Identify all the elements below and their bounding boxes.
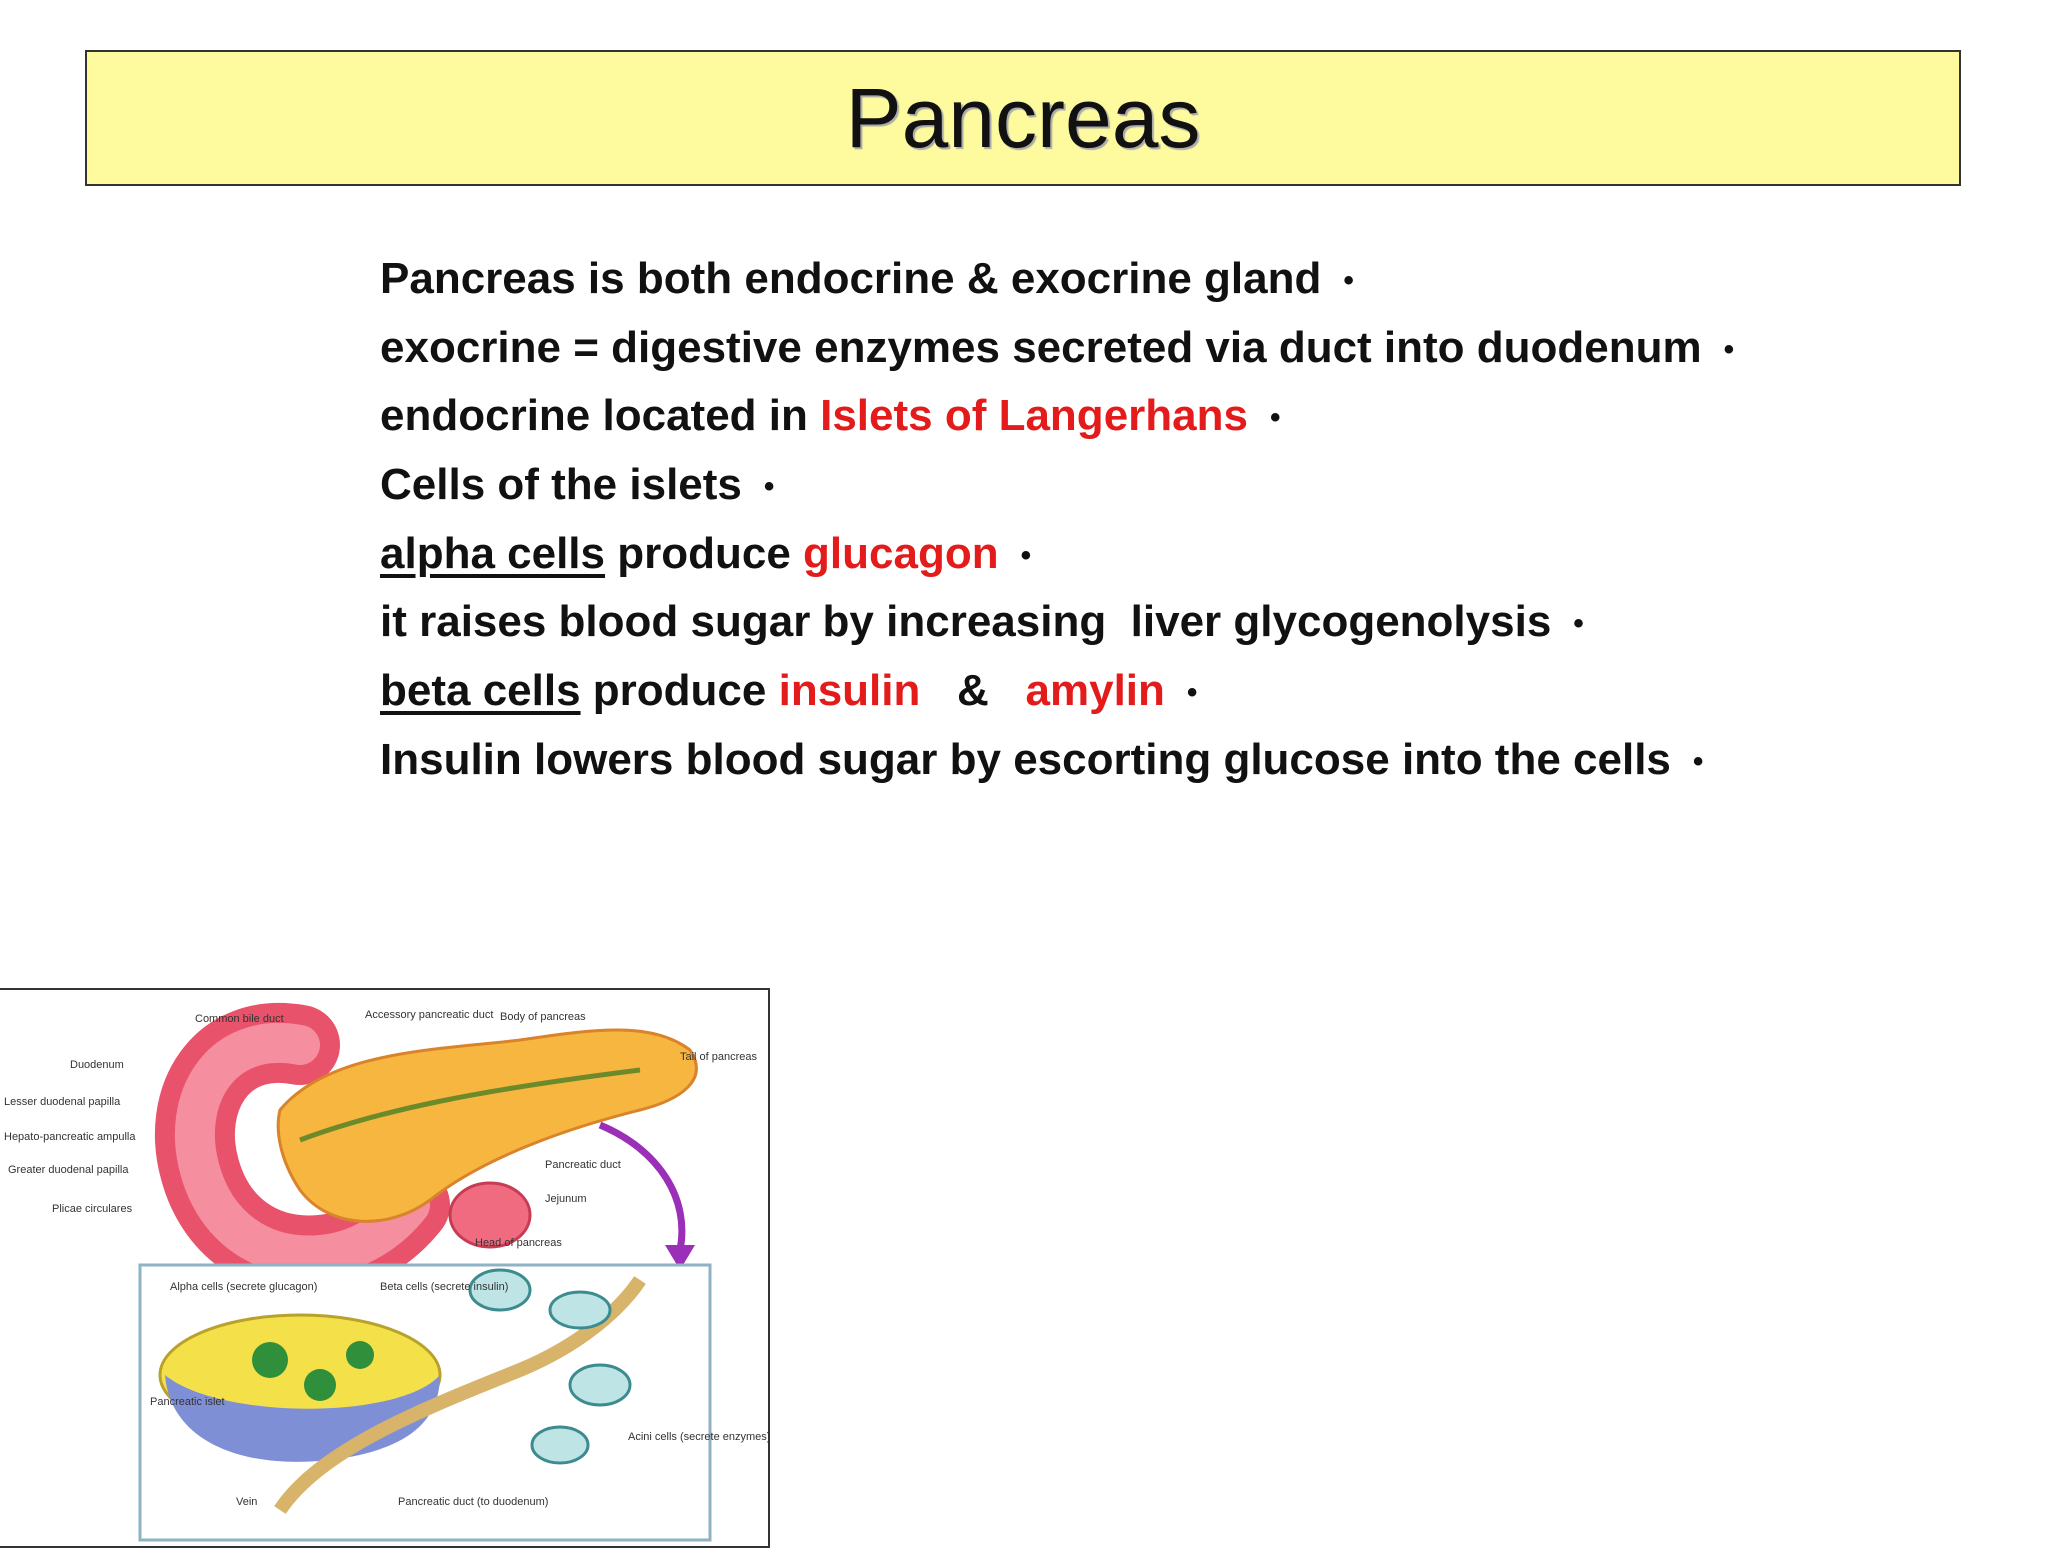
label-beta-cells: Beta cells (secrete insulin): [380, 1281, 508, 1293]
bullet-item: exocrine = digestive enzymes secreted vi…: [380, 315, 1734, 384]
bullet-text: &: [920, 666, 1026, 716]
zoom-arrowhead: [665, 1245, 695, 1270]
bullet-item: Insulin lowers blood sugar by escorting …: [380, 727, 1734, 796]
label-tail: Tail of pancreas: [680, 1051, 758, 1063]
label-plicae: Plicae circulares: [52, 1203, 133, 1215]
label-alpha-cells: Alpha cells (secrete glucagon): [170, 1281, 317, 1293]
beta-cell: [252, 1342, 288, 1378]
bullet-text: Cells of the islets: [380, 460, 742, 510]
label-ampulla: Hepato-pancreatic ampulla: [4, 1131, 136, 1143]
label-duodenum: Duodenum: [70, 1059, 124, 1071]
label-head: Head of pancreas: [475, 1237, 562, 1249]
bullet-text: amylin: [1025, 666, 1165, 716]
bullet-text: beta cells: [380, 666, 581, 716]
bullet-item: it raises blood sugar by increasing live…: [380, 589, 1734, 658]
label-islet: Pancreatic islet: [150, 1396, 225, 1408]
bullet-text: it raises blood sugar by increasing live…: [380, 597, 1552, 647]
bullet-item: endocrine located in Islets of Langerhan…: [380, 383, 1734, 452]
acinus: [530, 1425, 590, 1465]
label-duct-to-duodenum: Pancreatic duct (to duodenum): [398, 1496, 548, 1508]
bullet-marker-icon: •: [1692, 744, 1704, 778]
label-pancreatic-duct: Pancreatic duct: [545, 1159, 621, 1171]
bullet-text: insulin: [778, 666, 921, 716]
label-jejunum: Jejunum: [545, 1193, 587, 1205]
acinus: [468, 1268, 532, 1312]
bullet-item: Cells of the islets •: [380, 452, 1734, 521]
bullet-list: Pancreas is both endocrine & exocrine gl…: [380, 246, 1734, 795]
bullet-marker-icon: •: [1186, 676, 1198, 710]
bullet-text: endocrine located in: [380, 391, 821, 441]
slide-title: Pancreas: [845, 70, 1201, 165]
label-acini: Acini cells (secrete enzymes): [628, 1431, 770, 1443]
label-lesser-papilla: Lesser duodenal papilla: [4, 1096, 121, 1108]
beta-cell: [304, 1369, 336, 1401]
bullet-text: Insulin lowers blood sugar by escorting …: [380, 734, 1671, 784]
pancreatic-duct-line: [299, 1067, 641, 1143]
bullet-marker-icon: •: [1269, 401, 1281, 435]
bullet-text: produce: [605, 528, 804, 578]
label-vein: Vein: [236, 1496, 257, 1508]
acinus: [548, 1290, 612, 1330]
title-banner: Pancreas: [85, 50, 1961, 186]
bullet-text: alpha cells: [380, 528, 606, 578]
bullet-marker-icon: •: [1020, 538, 1032, 572]
label-body: Body of pancreas: [500, 1011, 586, 1023]
bullet-item: alpha cells produce glucagon •: [380, 521, 1734, 590]
bullet-marker-icon: •: [1343, 264, 1354, 298]
zoom-arrow: [598, 1121, 686, 1251]
jejunum-shape: [448, 1181, 532, 1249]
bullet-item: Pancreas is both endocrine & exocrine gl…: [380, 246, 1734, 315]
bullet-marker-icon: •: [1723, 332, 1735, 366]
label-greater-papilla: Greater duodenal papilla: [8, 1164, 129, 1176]
bullet-item: beta cells produce insulin & amylin •: [380, 658, 1734, 727]
bullet-marker-icon: •: [1573, 607, 1584, 641]
bullet-text: glucagon: [803, 528, 999, 578]
bullet-marker-icon: •: [763, 470, 775, 504]
duodenum-lumen: [174, 1023, 430, 1276]
bullet-text: exocrine = digestive enzymes secreted vi…: [380, 322, 1702, 372]
pancreas-illustration: Common bile duct Accessory pancreatic du…: [4, 1003, 770, 1542]
beta-cell: [346, 1341, 374, 1369]
bullet-text: produce: [580, 666, 779, 716]
bullet-text: Islets of Langerhans: [820, 391, 1248, 441]
label-common-bile-duct: Common bile duct: [195, 1013, 284, 1025]
pancreas-diagram: Common bile duct Accessory pancreatic du…: [0, 988, 770, 1548]
acinus: [568, 1363, 632, 1407]
bullet-text: Pancreas is both endocrine & exocrine gl…: [380, 254, 1322, 303]
label-accessory-duct: Accessory pancreatic duct: [365, 1009, 493, 1021]
